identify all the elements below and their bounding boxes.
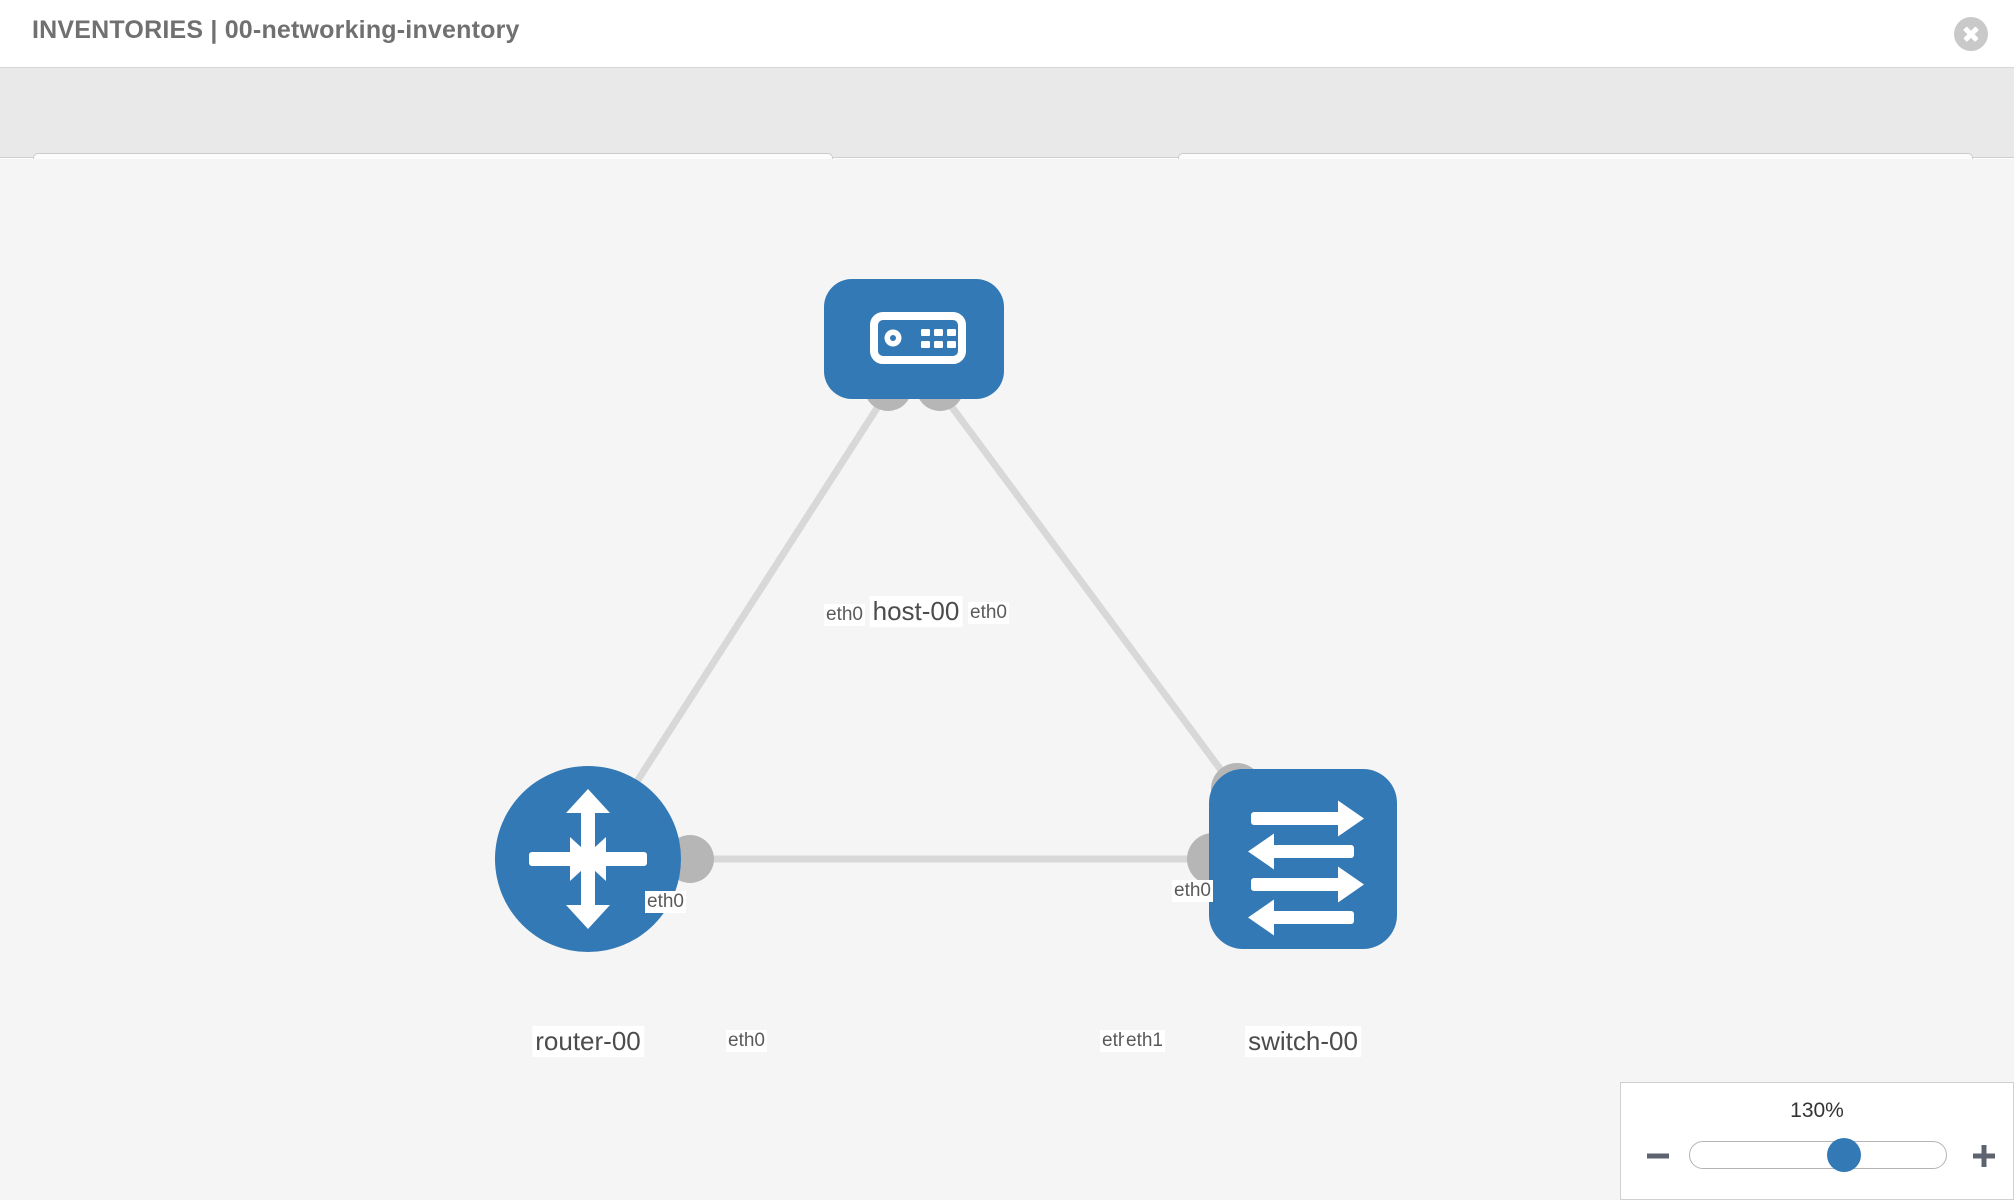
port-label-router-right: eth0	[726, 1030, 767, 1052]
port-connectors	[666, 363, 1263, 885]
port-label-switch-left-eth1: eth1	[1124, 1030, 1165, 1052]
node-label-host-00: host-00	[869, 596, 963, 627]
page-title: INVENTORIES | 00-networking-inventory	[32, 16, 520, 44]
page-header: INVENTORIES | 00-networking-inventory	[0, 0, 2014, 68]
zoom-control: 130%	[1620, 1082, 2014, 1200]
port-label-router-up: eth0	[645, 891, 686, 913]
port-label-host-left: eth0	[824, 604, 865, 626]
node-label-router-00: router-00	[532, 1026, 644, 1057]
zoom-level-label: 130%	[1790, 1099, 1844, 1122]
port-label-host-right: eth0	[968, 602, 1009, 624]
minus-icon[interactable]	[1643, 1141, 1673, 1171]
link-host-router	[597, 389, 891, 841]
port-label-switch-up: eth0	[1172, 880, 1213, 902]
toolbar: ACTIONS SEARCH	[0, 68, 2014, 205]
node-label-switch-00: switch-00	[1245, 1026, 1361, 1057]
plus-icon[interactable]	[1969, 1141, 1999, 1171]
topology-canvas[interactable]: eth0 eth0 eth0 eth0 eth0 eth0 eth1 host-…	[0, 159, 2014, 1200]
node-router-00[interactable]	[495, 766, 681, 952]
zoom-slider-thumb[interactable]	[1826, 1138, 1861, 1172]
zoom-slider[interactable]	[1689, 1138, 1947, 1172]
topology-graph	[495, 279, 1397, 952]
node-switch-00[interactable]	[1209, 769, 1397, 949]
close-icon[interactable]	[1954, 17, 1988, 51]
link-host-switch	[937, 388, 1241, 796]
node-host-00[interactable]	[824, 279, 1004, 399]
